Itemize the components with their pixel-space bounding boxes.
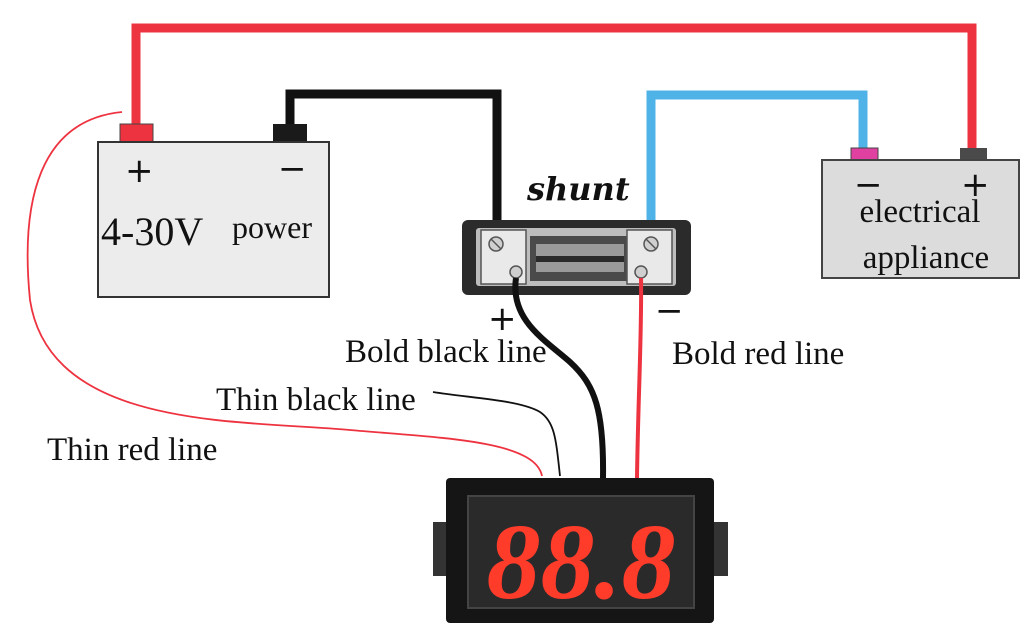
appliance-plus-sign: + xyxy=(961,165,990,205)
shunt-right-sense-screw-icon xyxy=(634,265,648,279)
voltmeter-ammeter: 88.8 xyxy=(433,478,728,623)
thin-black-wire xyxy=(432,391,561,477)
label-bold-red-line: Bold red line xyxy=(672,336,844,372)
battery-plus-sign: + xyxy=(125,151,154,191)
label-bold-black-line: Bold black line xyxy=(345,334,547,370)
label-thin-red-line: Thin red line xyxy=(47,432,217,468)
shunt-plus-sign: + xyxy=(488,299,517,339)
battery-minus-terminal xyxy=(273,124,307,142)
battery-plus-terminal xyxy=(119,123,154,143)
shunt-label: shunt xyxy=(526,170,630,208)
label-thin-black-line: Thin black line xyxy=(216,382,416,418)
battery-name: power xyxy=(232,209,312,245)
appliance-body xyxy=(821,159,1020,279)
meter-display: 88.8 xyxy=(487,503,676,622)
appliance-label-line2: appliance xyxy=(863,240,989,276)
red-wire-top xyxy=(131,23,977,148)
appliance-label-line1: electrical xyxy=(860,194,981,230)
electrical-appliance: − + electrical appliance xyxy=(821,147,1020,279)
meter-screen xyxy=(467,495,695,609)
battery-voltage: 4-30V xyxy=(101,209,203,254)
bold-red-wire xyxy=(635,277,644,479)
blue-wire-top xyxy=(646,90,868,228)
black-wire-top xyxy=(285,89,502,228)
shunt-minus-sign: − xyxy=(655,291,684,331)
shunt-left-sense-screw-icon xyxy=(509,265,523,279)
shunt: shunt + − xyxy=(462,170,691,339)
appliance-minus-sign: − xyxy=(854,165,883,205)
power-battery: + − 4-30V power xyxy=(97,123,330,298)
meter-left-clip xyxy=(433,522,449,576)
battery-minus-sign: − xyxy=(278,149,307,189)
meter-right-clip xyxy=(712,522,728,576)
bold-black-wire xyxy=(512,277,607,479)
battery-body xyxy=(97,141,330,298)
thin-red-wire xyxy=(26,111,543,477)
